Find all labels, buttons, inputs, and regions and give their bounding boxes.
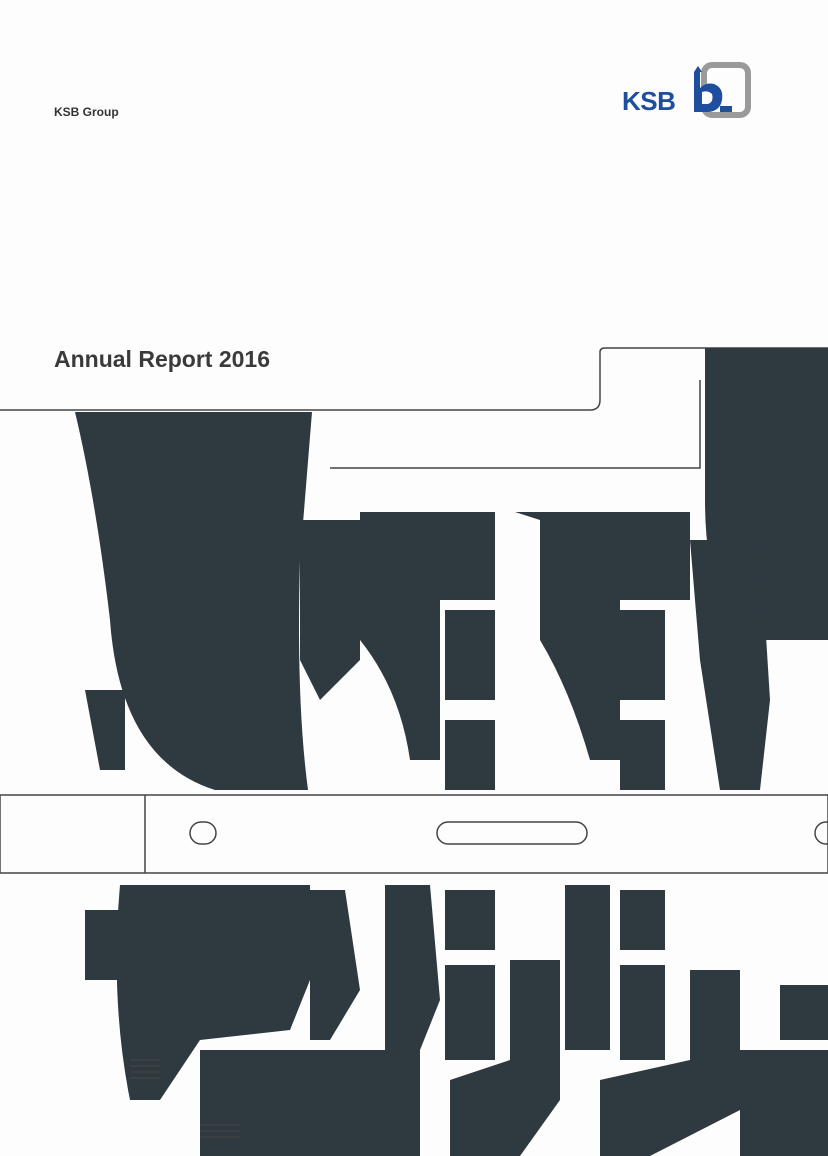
ksb-logo-icon	[694, 62, 751, 118]
pump-cross-section-icon	[0, 347, 828, 1156]
logo-text: KSB	[622, 86, 676, 116]
ksb-logo: KSB	[622, 62, 752, 122]
group-label: KSB Group	[54, 105, 119, 119]
cover-title: Annual Report 2016	[54, 346, 270, 372]
